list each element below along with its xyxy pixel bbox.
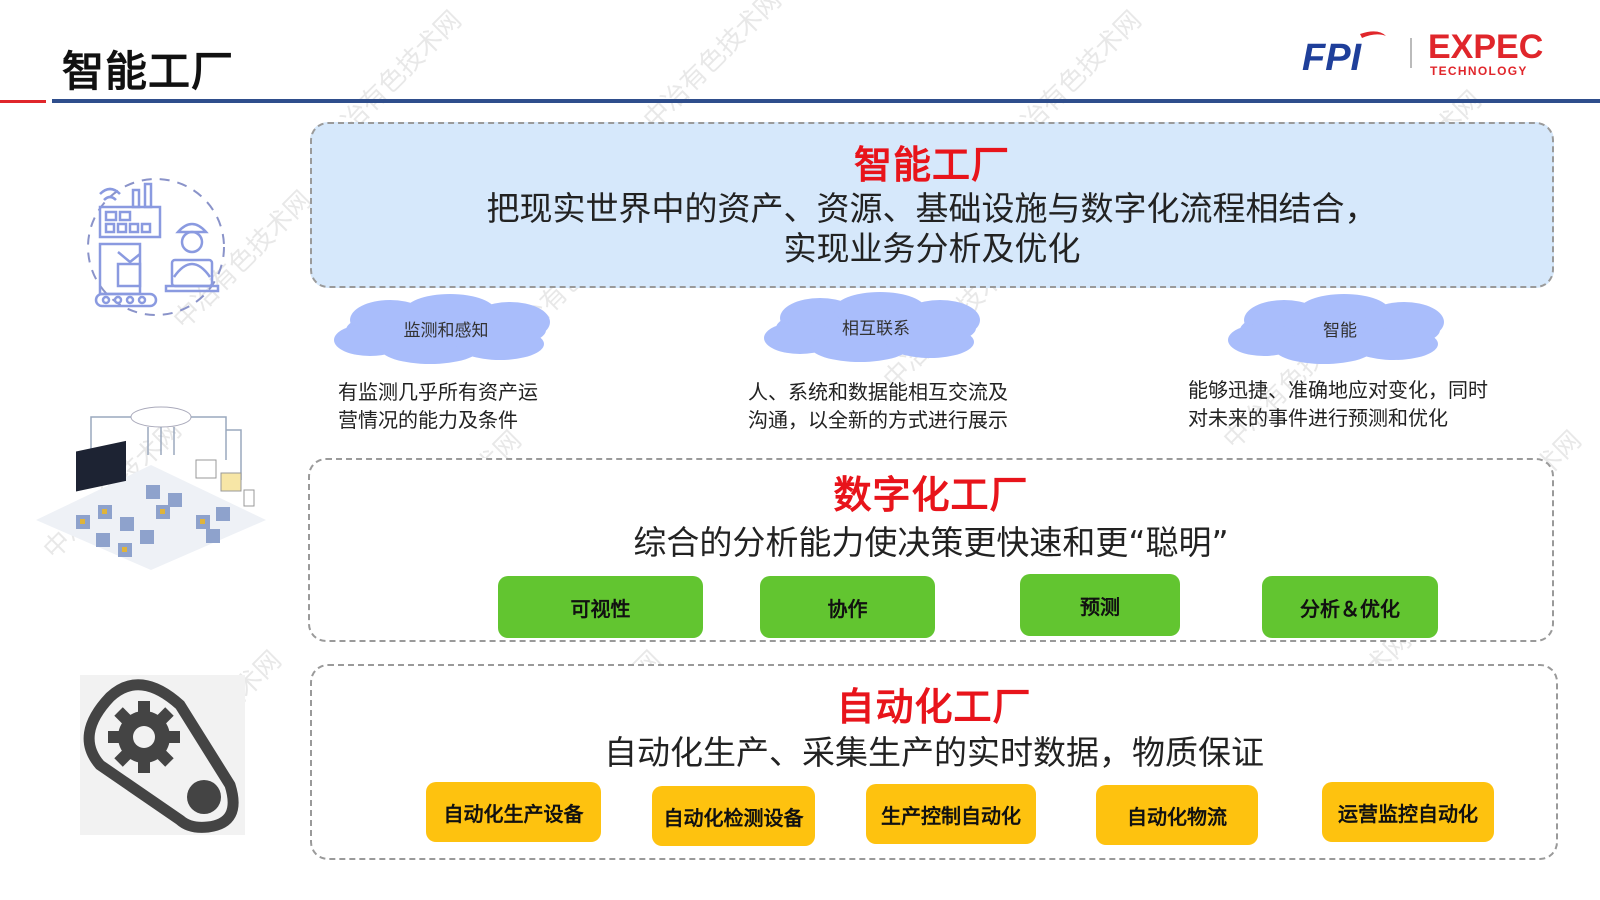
pillar-desc-interconnect: 人、系统和数据能相互交流及 沟通，以全新的方式进行展示 <box>748 378 1008 434</box>
automation-factory-title: 自动化工厂 <box>836 685 1032 729</box>
pillar-desc-intelligence: 能够迅捷、准确地应对变化，同时 对未来的事件进行预测和优化 <box>1188 376 1488 432</box>
pillar-intelligence: 智能 <box>1224 290 1456 368</box>
pillar-desc-line: 营情况的能力及条件 <box>338 408 518 432</box>
svg-text:FPI: FPI <box>1302 37 1363 76</box>
cloud-icon <box>334 294 550 364</box>
smart-factory-title: 智能工厂 <box>853 143 1010 187</box>
chip-auto-inspection-equipment: 自动化检测设备 <box>652 786 815 846</box>
fpi-logo-icon: FPI <box>1302 31 1386 76</box>
pillar-desc-line: 对未来的事件进行预测和优化 <box>1188 406 1448 430</box>
smart-factory-desc-line2: 实现业务分析及优化 <box>783 229 1081 268</box>
brand-logos: FPI EXPEC TECHNOLOGY <box>1300 20 1560 80</box>
factory-worker-icon <box>87 178 225 316</box>
chip-production-control-automation: 生产控制自动化 <box>866 784 1036 844</box>
smart-factory-desc-line1: 把现实世界中的资产、资源、基础设施与数字化流程相结合， <box>486 189 1378 228</box>
digital-factory-desc: 综合的分析能力使决策更快速和更“聪明” <box>633 523 1229 562</box>
header-rule <box>52 99 1600 103</box>
pillar-desc-line: 沟通，以全新的方式进行展示 <box>748 408 1008 432</box>
pillar-desc-monitoring: 有监测几乎所有资产运 营情况的能力及条件 <box>338 378 538 434</box>
pillar-desc-line: 有监测几乎所有资产运 <box>338 380 538 404</box>
chip-auto-logistics: 自动化物流 <box>1096 785 1258 845</box>
pillar-label: 相互联系 <box>842 319 910 339</box>
cloud-icon <box>764 292 980 362</box>
pillar-label: 智能 <box>1323 321 1357 341</box>
watermark-text: 中冶有色技术网 <box>637 0 788 136</box>
chip-prediction: 预测 <box>1020 574 1180 636</box>
gear-belt-icon <box>80 675 245 835</box>
pillar-desc-line: 人、系统和数据能相互交流及 <box>748 380 1008 404</box>
page-title: 智能工厂 <box>62 47 235 96</box>
chip-collaboration: 协作 <box>760 576 935 638</box>
chip-visibility: 可视性 <box>498 576 703 638</box>
cloud-icon <box>1228 294 1444 364</box>
expec-logo-subtext: TECHNOLOGY <box>1430 64 1528 78</box>
expec-logo-text: EXPEC <box>1428 28 1544 66</box>
chip-auto-production-equipment: 自动化生产设备 <box>426 782 601 842</box>
logo-separator <box>1410 38 1412 68</box>
chip-analysis-optimization: 分析＆优化 <box>1262 576 1438 638</box>
digital-workshop-illustration <box>36 406 266 570</box>
pillar-monitoring: 监测和感知 <box>330 290 562 368</box>
digital-factory-title: 数字化工厂 <box>833 473 1029 517</box>
pillar-interconnect: 相互联系 <box>760 288 992 366</box>
smart-factory-panel: 智能工厂 把现实世界中的资产、资源、基础设施与数字化流程相结合， 实现业务分析及… <box>310 122 1554 288</box>
chip-operations-monitoring-automation: 运营监控自动化 <box>1322 782 1494 842</box>
header-rule-accent <box>0 100 46 103</box>
pillar-desc-line: 能够迅捷、准确地应对变化，同时 <box>1188 378 1488 402</box>
pillar-label: 监测和感知 <box>403 321 489 341</box>
automation-factory-desc: 自动化生产、采集生产的实时数据，物质保证 <box>604 733 1264 772</box>
